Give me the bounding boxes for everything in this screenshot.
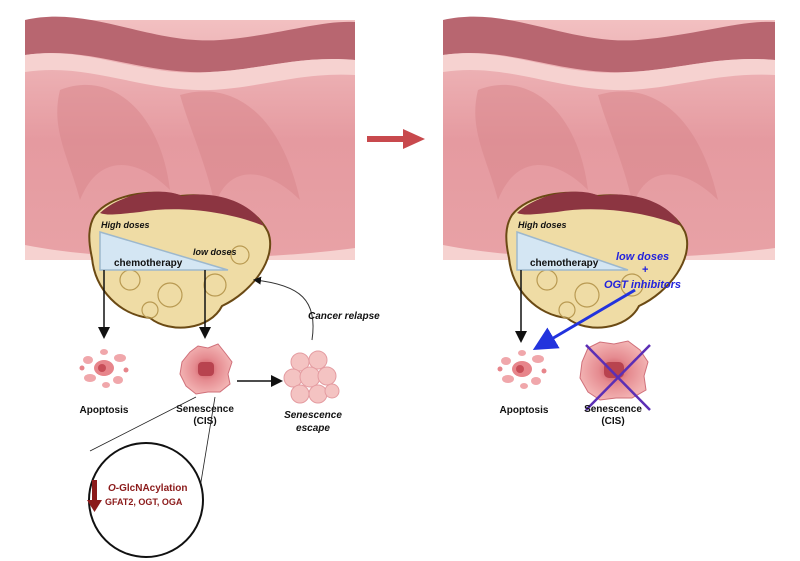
apoptosis-label: Apoptosis <box>80 405 129 416</box>
glcnac-suffix: -GlcNAcylation <box>116 483 188 494</box>
cancer-relapse-label: Cancer relapse <box>308 311 380 322</box>
senescence-escape-cells-icon <box>283 350 340 404</box>
left-panel: High doses low doses chemotherapy Apopto… <box>25 16 380 558</box>
senescence-label-line1: Senescence <box>176 404 234 415</box>
senescence-label-right-line1: Senescence <box>584 404 642 415</box>
ogt-inhibitors-label: OGT inhibitors <box>604 279 681 291</box>
high-doses-label: High doses <box>101 220 150 230</box>
blue-arrow-to-apoptosis <box>532 288 636 351</box>
escape-label-line2: escape <box>296 423 330 434</box>
apoptosis-cell-icon <box>79 349 129 388</box>
dose-triangle-left <box>99 230 229 271</box>
down-arrow-icon <box>87 480 102 512</box>
dose-triangle-right <box>516 230 629 271</box>
enzymes-label: GFAT2, OGT, OGA <box>105 497 183 507</box>
o-prefix: O <box>108 483 116 494</box>
senescence-label-right-line2: (CIS) <box>601 416 624 427</box>
senescence-cell-icon <box>179 343 233 395</box>
transition-arrow-icon <box>367 129 425 149</box>
senescence-label-line2: (CIS) <box>193 416 216 427</box>
escape-label-line1: Senescence <box>284 410 342 421</box>
relapse-arrow <box>253 276 314 341</box>
low-doses-label: low doses <box>193 247 237 257</box>
o-glcnacylation-label: O-GlcNAcylation <box>108 483 187 494</box>
right-panel: High doses chemotherapy low doses + OGT … <box>443 16 775 427</box>
high-doses-label-right: High doses <box>518 220 567 230</box>
low-doses-label-right: low doses <box>616 251 669 263</box>
plus-label: + <box>642 264 648 276</box>
apoptosis-cell-icon-right <box>497 350 547 389</box>
apoptosis-label-right: Apoptosis <box>500 405 549 416</box>
cross-out-icon <box>585 344 651 411</box>
chemotherapy-label-right: chemotherapy <box>530 258 599 269</box>
chemotherapy-label: chemotherapy <box>114 258 183 269</box>
